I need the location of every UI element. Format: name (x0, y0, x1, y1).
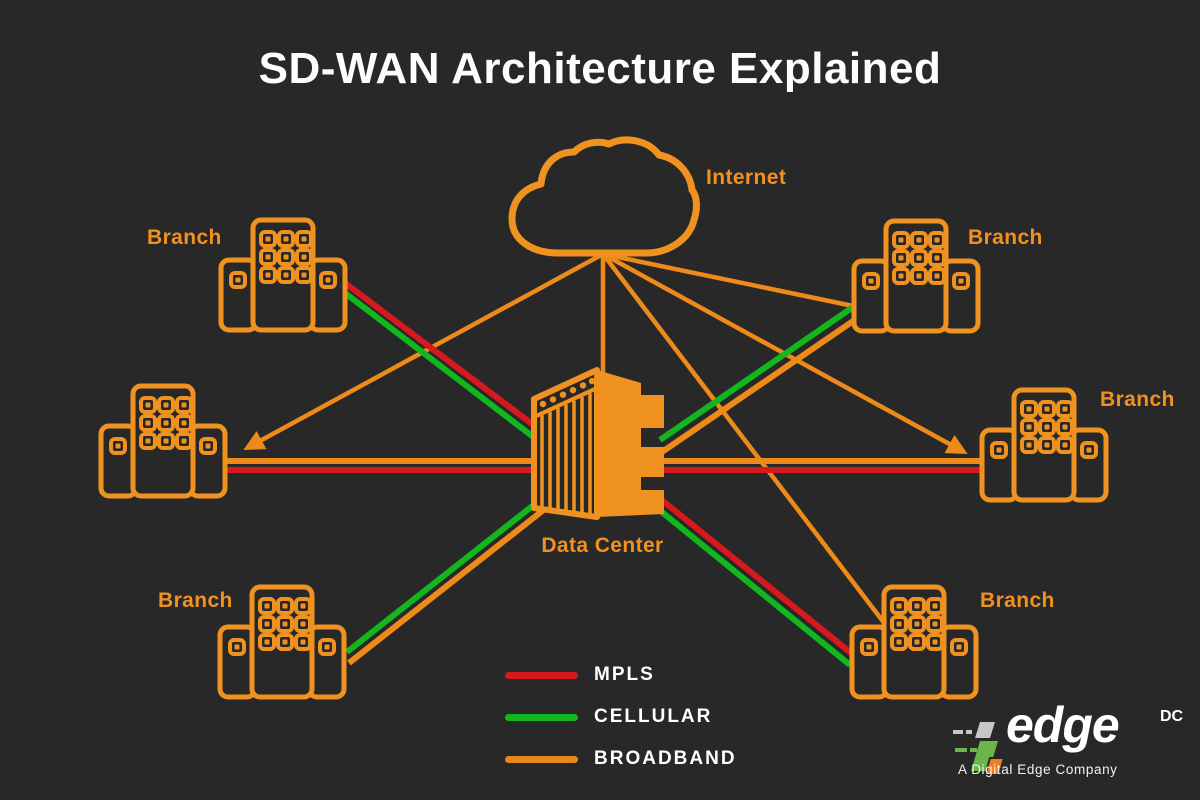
datacenter-building-icon (531, 367, 664, 520)
branch-building-icon-top-right (854, 221, 978, 331)
datacenter-label: Data Center (541, 534, 664, 557)
edge-dc-logo: edge DC A Digital Edge Company (950, 697, 1195, 790)
branch-building-icon-top-left (221, 220, 345, 330)
legend-label-cellular: CELLULAR (594, 706, 713, 727)
cellular-line-swatch (505, 713, 578, 721)
edge-dc-logo-mark-icon (953, 722, 1006, 776)
branch-label-top-left: Branch (147, 226, 222, 249)
internet-label: Internet (706, 166, 787, 189)
logo-brand-text: edge (1006, 697, 1120, 753)
broadband-link-internet-branch-top-right (602, 251, 859, 310)
legend-row-broadband: BROADBAND (505, 738, 737, 780)
datacenter-facade-stripes (540, 393, 592, 516)
branch-building-icon-mid-left (101, 386, 225, 496)
legend: MPLS CELLULAR BROADBAND (505, 654, 737, 780)
mpls-line-swatch (505, 671, 578, 679)
branch-building-icon-bottom-left (220, 587, 344, 697)
cellular-link-bottom-left (345, 497, 542, 655)
mpls-link-top-left (343, 280, 562, 448)
logo-tagline: A Digital Edge Company (958, 762, 1118, 777)
broadband-link-top-right (660, 314, 861, 455)
branch-label-bottom-right: Branch (980, 589, 1055, 612)
branch-building-icon-mid-right (982, 390, 1106, 500)
datacenter-roof-dots (539, 377, 596, 408)
cellular-link-top-right (658, 302, 858, 443)
page-title: SD-WAN Architecture Explained (258, 44, 942, 93)
cellular-link-top-left (343, 290, 555, 455)
cloud-icon (508, 136, 700, 257)
legend-row-mpls: MPLS (505, 654, 737, 696)
cellular-link-bottom-right (650, 501, 852, 668)
logo-suffix-text: DC (1160, 708, 1184, 725)
broadband-link-internet-branch-bottom-right (601, 252, 890, 630)
broadband-link-bottom-left (347, 505, 548, 666)
legend-label-broadband: BROADBAND (594, 748, 737, 769)
branch-datacenter-links (343, 280, 861, 668)
branch-label-top-right: Branch (968, 226, 1043, 249)
legend-label-mpls: MPLS (594, 664, 655, 685)
branch-label-mid-right: Branch (1100, 388, 1175, 411)
legend-row-cellular: CELLULAR (505, 696, 737, 738)
mpls-link-bottom-right (656, 494, 858, 660)
broadband-line-swatch (505, 755, 578, 763)
branch-label-bottom-left: Branch (158, 589, 233, 612)
